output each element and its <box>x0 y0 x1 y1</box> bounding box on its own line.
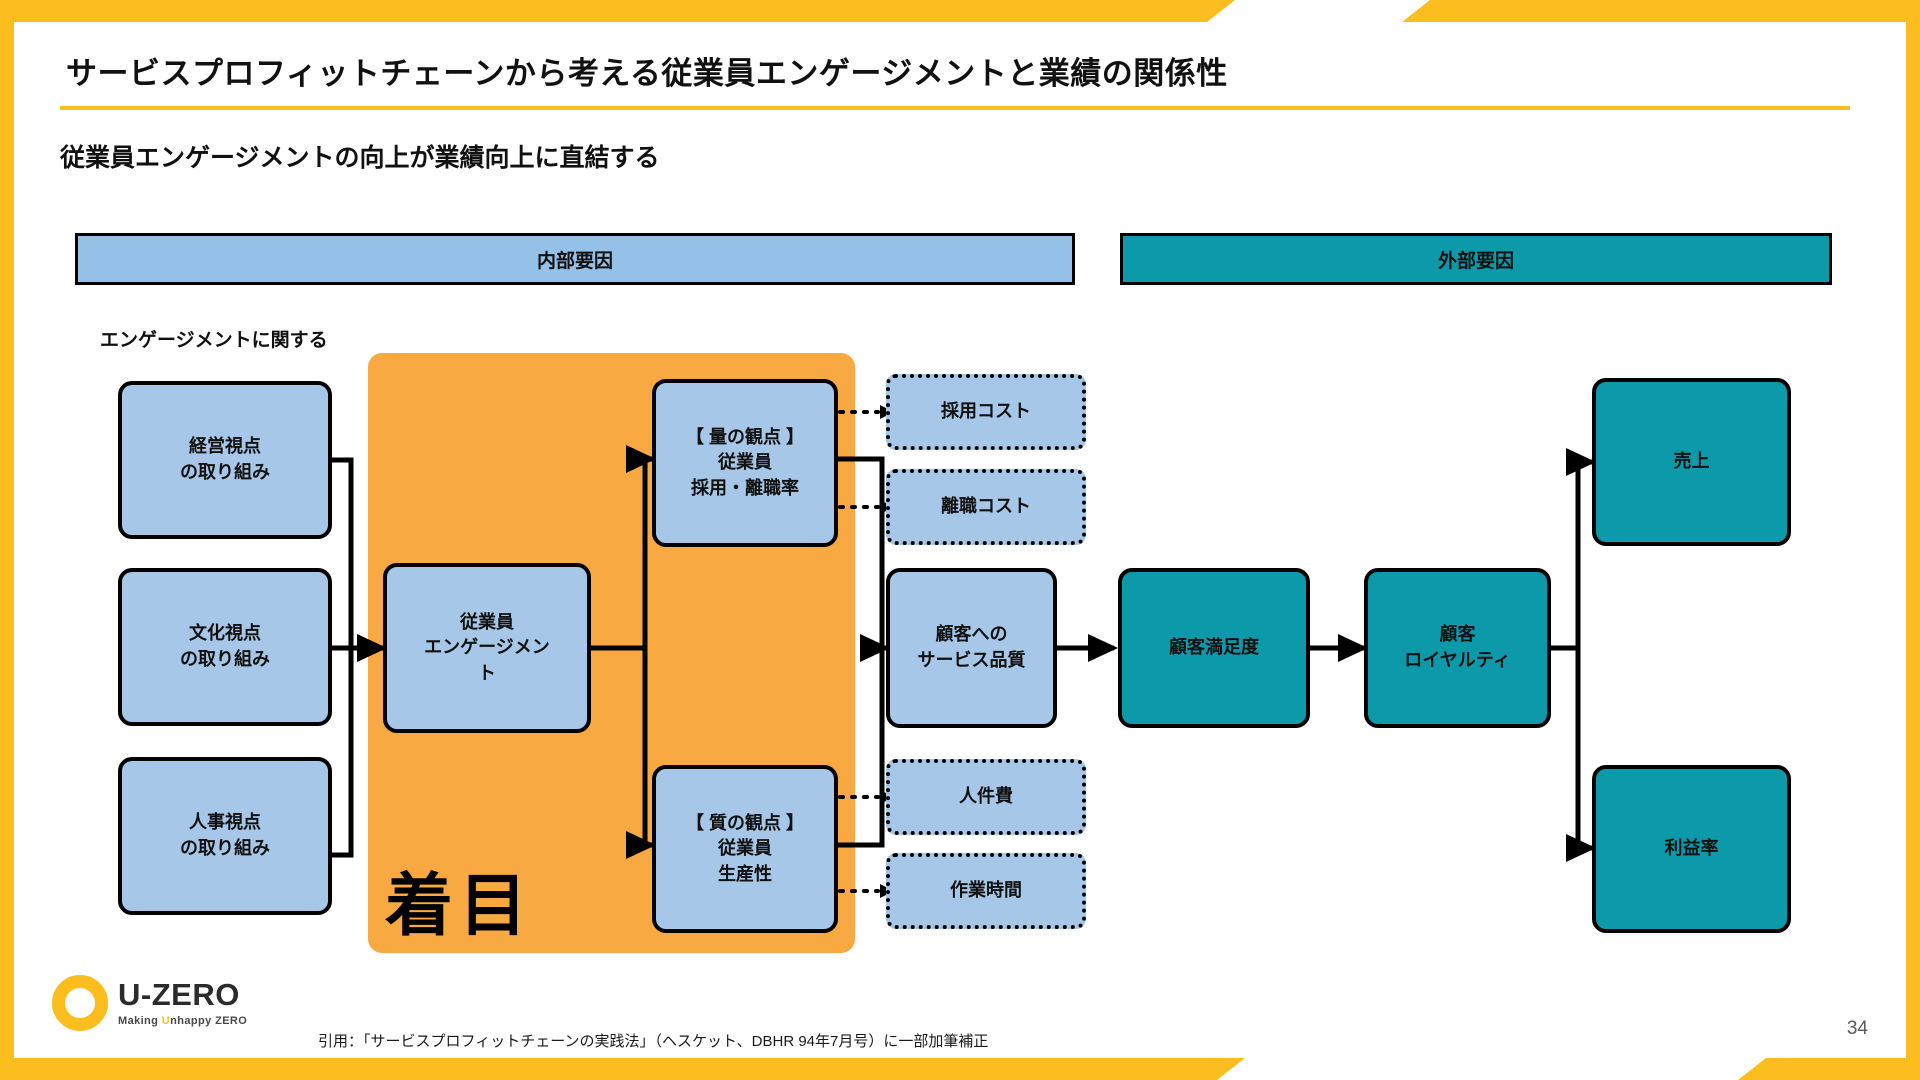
section-bar-internal: 内部要因 <box>75 233 1075 285</box>
logo-tagline-post: nhappy ZERO <box>170 1015 248 1027</box>
node-labor-cost[interactable]: 人件費 <box>886 759 1086 835</box>
section-bar-internal-label: 内部要因 <box>536 250 613 272</box>
node-service-quality-line1: 顧客への <box>935 624 1008 645</box>
frame-top-bar-right <box>1402 0 1920 22</box>
logo-tagline-highlight: U <box>161 1015 171 1027</box>
node-employee-engagement-line3: ト <box>477 662 496 683</box>
node-management-view-line1: 経営視点 <box>189 436 261 457</box>
node-sales[interactable]: 売上 <box>1592 378 1791 546</box>
node-quality-perspective[interactable]: 【 質の観点 】 従業員 生産性 <box>652 765 838 933</box>
node-quality-perspective-line1: 【 質の観点 】 <box>685 812 804 833</box>
title-divider <box>60 106 1850 110</box>
logo-name: U-ZERO <box>118 977 240 1012</box>
node-customer-loyalty[interactable]: 顧客 ロイヤルティ <box>1364 568 1551 728</box>
engagement-group-label: エンゲージメントに関する <box>100 330 328 351</box>
node-culture-view-line1: 文化視点 <box>189 623 261 644</box>
frame-top-bar-left <box>0 0 1235 22</box>
company-logo: U-ZERO Making Unhappy ZERO <box>52 975 247 1031</box>
node-profit-rate[interactable]: 利益率 <box>1592 765 1791 933</box>
node-turnover-cost-label: 離職コスト <box>941 496 1031 517</box>
node-quantity-perspective-line3: 採用・離職率 <box>690 477 799 498</box>
node-turnover-cost[interactable]: 離職コスト <box>886 469 1086 545</box>
node-culture-view-line2: の取り組み <box>180 649 270 669</box>
logo-ring-icon <box>52 975 108 1031</box>
node-hiring-cost-label: 採用コスト <box>941 401 1031 422</box>
node-hr-view[interactable]: 人事視点 の取り組み <box>118 757 332 915</box>
page-subtitle: 従業員エンゲージメントの向上が業績向上に直結する <box>60 144 660 172</box>
node-culture-view[interactable]: 文化視点 の取り組み <box>118 568 332 726</box>
frame-left-stripe <box>0 0 14 1080</box>
node-work-hours-label: 作業時間 <box>950 880 1022 901</box>
node-quantity-perspective[interactable]: 【 量の観点 】 従業員 採用・離職率 <box>652 379 838 547</box>
node-management-view[interactable]: 経営視点 の取り組み <box>118 381 332 539</box>
node-hiring-cost[interactable]: 採用コスト <box>886 374 1086 450</box>
frame-bottom-bar-left <box>0 1058 1245 1080</box>
focus-stamp-label: 着目 <box>385 868 534 944</box>
node-employee-engagement-line1: 従業員 <box>459 611 514 632</box>
node-service-quality[interactable]: 顧客への サービス品質 <box>886 568 1057 728</box>
frame-bottom-bar-right <box>1738 1058 1920 1080</box>
node-sales-label: 売上 <box>1673 451 1710 472</box>
node-labor-cost-label: 人件費 <box>959 786 1013 807</box>
node-profit-rate-label: 利益率 <box>1664 838 1719 859</box>
node-quantity-perspective-line2: 従業員 <box>717 452 772 473</box>
node-employee-engagement-line2: エンゲージメン <box>424 637 550 658</box>
section-bar-external: 外部要因 <box>1120 233 1832 285</box>
node-customer-loyalty-line2: ロイヤルティ <box>1404 650 1511 670</box>
node-quantity-perspective-line1: 【 量の観点 】 <box>685 426 804 447</box>
page-title: サービスプロフィットチェーンから考える従業員エンゲージメントと業績の関係性 <box>66 56 1228 91</box>
section-bar-external-label: 外部要因 <box>1437 250 1514 272</box>
logo-tagline: Making Unhappy ZERO <box>118 1015 247 1027</box>
node-customer-satisfaction[interactable]: 顧客満足度 <box>1118 568 1310 728</box>
frame-right-stripe <box>1906 0 1920 1080</box>
node-work-hours[interactable]: 作業時間 <box>886 853 1086 929</box>
node-service-quality-line2: サービス品質 <box>917 650 1026 670</box>
logo-tagline-pre: Making <box>118 1015 162 1027</box>
node-management-view-line2: の取り組み <box>180 462 270 482</box>
node-employee-engagement[interactable]: 従業員 エンゲージメン ト <box>383 563 591 733</box>
citation-note: 引用：「サービスプロフィットチェーンの実践法」（ヘスケット、DBHR 94年7月… <box>318 1033 989 1050</box>
node-hr-view-line1: 人事視点 <box>189 812 261 833</box>
node-quality-perspective-line3: 生産性 <box>717 863 772 884</box>
node-hr-view-line2: の取り組み <box>180 838 270 858</box>
node-customer-loyalty-line1: 顧客 <box>1439 624 1476 645</box>
node-customer-satisfaction-label: 顧客満足度 <box>1169 637 1259 658</box>
page-number: 34 <box>1846 1018 1868 1039</box>
node-quality-perspective-line2: 従業員 <box>717 838 772 859</box>
